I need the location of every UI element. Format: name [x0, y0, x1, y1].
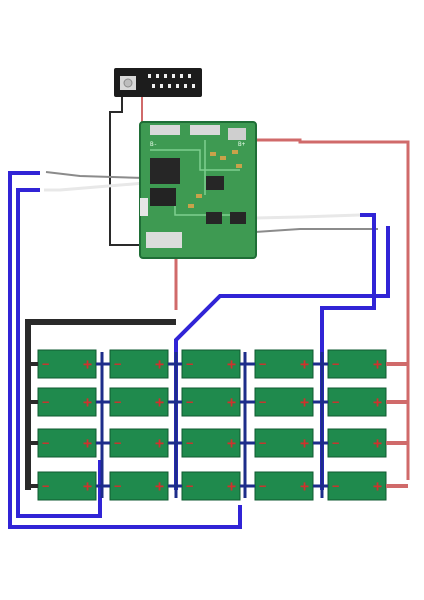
battery-cell-icon: −+ — [109, 428, 169, 458]
cell-positive-mark: + — [300, 477, 309, 495]
gray-wire-left — [45, 171, 146, 179]
cell-negative-mark: − — [332, 436, 339, 450]
battery-cell-icon: −+ — [327, 349, 387, 379]
cell-grid: −+−+−+−+−+−+−+−+−+−+−+−+−+−+−+−+−+−+−+−+ — [37, 349, 387, 501]
cell-negative-mark: − — [42, 395, 49, 409]
b-plus-label: B+ — [238, 141, 246, 148]
blue-inner-wire — [16, 188, 102, 518]
battery-cell-icon: −+ — [37, 471, 97, 501]
cell-negative-mark: − — [114, 479, 121, 493]
gray-wire-right — [254, 228, 378, 233]
led-indicator-board-icon — [114, 68, 202, 97]
battery-cell-icon: −+ — [37, 387, 97, 417]
bms-protection-board-icon: B- B+ — [139, 121, 257, 259]
battery-cell-icon: −+ — [109, 387, 169, 417]
black-b-minus-wire — [25, 319, 176, 490]
cell-negative-mark: − — [332, 395, 339, 409]
cell-negative-mark: − — [186, 479, 193, 493]
battery-cell-icon: −+ — [254, 349, 314, 379]
cell-positive-mark: + — [227, 355, 236, 373]
cell-positive-mark: + — [373, 477, 382, 495]
cell-negative-mark: − — [42, 357, 49, 371]
cell-positive-mark: + — [373, 393, 382, 411]
cell-positive-mark: + — [83, 393, 92, 411]
cell-positive-mark: + — [300, 393, 309, 411]
battery-cell-icon: −+ — [254, 387, 314, 417]
battery-cell-icon: −+ — [254, 471, 314, 501]
cell-negative-mark: − — [114, 357, 121, 371]
battery-cell-icon: −+ — [181, 387, 241, 417]
cell-positive-mark: + — [155, 477, 164, 495]
cell-negative-mark: − — [114, 395, 121, 409]
battery-cell-icon: −+ — [327, 428, 387, 458]
battery-cell-icon: −+ — [181, 428, 241, 458]
led-black-wire — [109, 97, 145, 246]
cell-positive-mark: + — [83, 434, 92, 452]
cell-negative-mark: − — [332, 479, 339, 493]
battery-cell-icon: −+ — [37, 428, 97, 458]
cell-negative-mark: − — [114, 436, 121, 450]
battery-cell-icon: −+ — [109, 471, 169, 501]
cell-positive-mark: + — [227, 434, 236, 452]
blue-outer-wire — [8, 171, 242, 529]
cell-negative-mark: − — [259, 357, 266, 371]
cell-negative-mark: − — [259, 395, 266, 409]
cell-positive-mark: + — [155, 434, 164, 452]
cell-positive-mark: + — [83, 477, 92, 495]
battery-cell-icon: −+ — [327, 387, 387, 417]
b-minus-label: B- — [150, 141, 157, 148]
battery-cell-icon: −+ — [181, 471, 241, 501]
cell-negative-mark: − — [332, 357, 339, 371]
cell-positive-mark: + — [83, 355, 92, 373]
cell-positive-mark: + — [300, 355, 309, 373]
cell-negative-mark: − — [186, 357, 193, 371]
cell-positive-mark: + — [227, 477, 236, 495]
cell-negative-mark: − — [186, 395, 193, 409]
battery-cell-icon: −+ — [327, 471, 387, 501]
battery-cell-icon: −+ — [181, 349, 241, 379]
battery-cell-icon: −+ — [254, 428, 314, 458]
cell-positive-mark: + — [155, 393, 164, 411]
cell-negative-mark: − — [42, 436, 49, 450]
cell-negative-mark: − — [259, 436, 266, 450]
cell-positive-mark: + — [373, 355, 382, 373]
cell-positive-mark: + — [227, 393, 236, 411]
cell-positive-mark: + — [373, 434, 382, 452]
cell-positive-mark: + — [300, 434, 309, 452]
white-wire-right — [254, 213, 361, 220]
battery-cell-icon: −+ — [37, 349, 97, 379]
cell-negative-mark: − — [259, 479, 266, 493]
battery-cell-icon: −+ — [109, 349, 169, 379]
bus-connections — [28, 352, 408, 498]
white-wire-left — [44, 181, 146, 192]
cell-negative-mark: − — [186, 436, 193, 450]
cell-negative-mark: − — [42, 479, 49, 493]
red-main-wire — [255, 138, 410, 480]
cell-positive-mark: + — [155, 355, 164, 373]
